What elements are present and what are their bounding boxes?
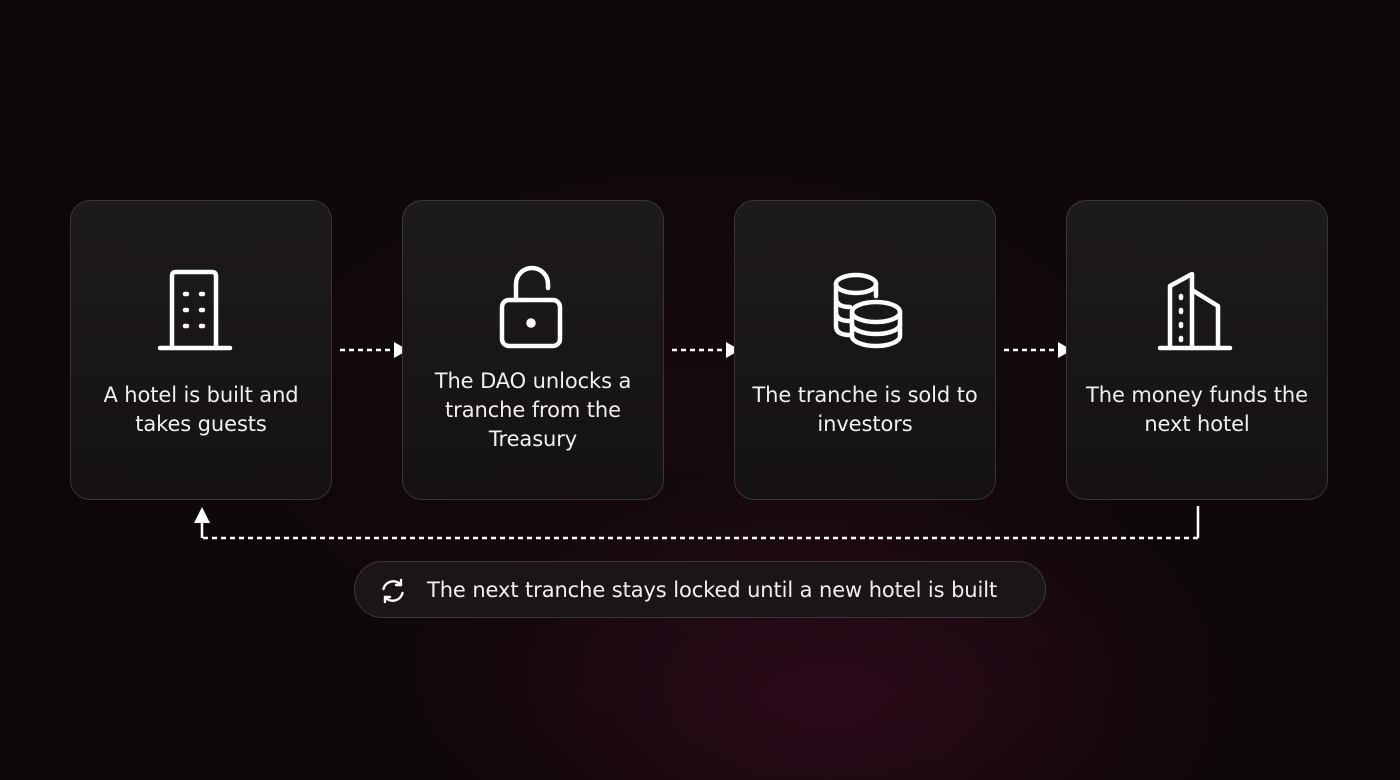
step-card-money-funds: The money funds the next hotel (1066, 200, 1328, 500)
step-label: The money funds the next hotel (1086, 383, 1308, 436)
building-icon (156, 256, 246, 356)
cycle-note: The next tranche stays locked until a ne… (354, 561, 1046, 618)
refresh-cycle-icon (379, 577, 407, 605)
unlocked-padlock-icon (488, 256, 578, 356)
step-label: The DAO unlocks a tranche from the Treas… (434, 369, 632, 451)
step-card-dao-unlocks: The DAO unlocks a tranche from the Treas… (402, 200, 664, 500)
loop-back-arrow (194, 506, 1200, 540)
step-label: A hotel is built and takes guests (103, 383, 299, 436)
step-label: The tranche is sold to investors (752, 383, 978, 436)
flow-arrow (338, 340, 410, 360)
note-text: The next tranche stays locked until a ne… (427, 578, 998, 602)
coins-stack-icon (820, 256, 910, 356)
new-building-icon (1152, 256, 1242, 356)
step-card-hotel-built: A hotel is built and takes guests (70, 200, 332, 500)
step-card-tranche-sold: The tranche is sold to investors (734, 200, 996, 500)
flow-arrow (670, 340, 742, 360)
flow-arrow (1002, 340, 1074, 360)
